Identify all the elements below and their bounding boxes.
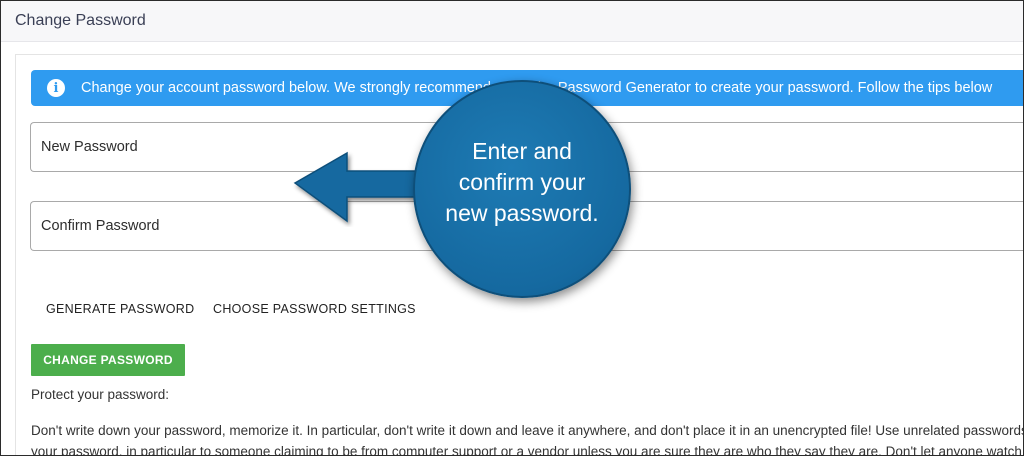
page-title: Change Password	[15, 12, 146, 29]
tips-line-2: your password, in particular to someone …	[31, 444, 1024, 456]
change-password-button[interactable]: CHANGE PASSWORD	[31, 344, 185, 376]
page-header: Change Password	[1, 1, 1023, 42]
callout-bubble: Enter and confirm your new password.	[413, 80, 631, 298]
tips-text: Don't write down your password, memorize…	[31, 420, 1024, 456]
tips-heading: Protect your password:	[31, 387, 170, 402]
password-settings-button[interactable]: CHOOSE PASSWORD SETTINGS	[213, 299, 416, 319]
info-icon: i	[47, 79, 65, 97]
tips-line-1: Don't write down your password, memorize…	[31, 423, 1024, 438]
callout-text: Enter and confirm your new password.	[445, 137, 599, 226]
generate-password-button[interactable]: GENERATE PASSWORD	[46, 299, 194, 319]
